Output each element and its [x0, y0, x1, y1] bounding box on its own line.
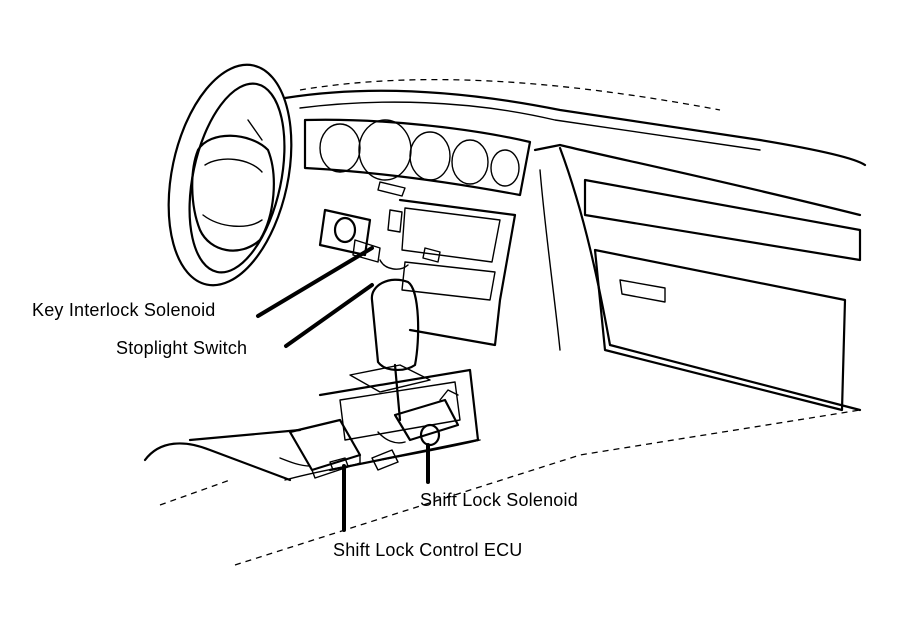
leader-key-interlock	[256, 246, 374, 318]
label-shift-lock-control-ecu: Shift Lock Control ECU	[333, 540, 523, 560]
center-stack	[387, 198, 517, 347]
floor-edge	[284, 439, 481, 481]
dashboard-top-edge-inner	[299, 101, 761, 151]
floor-dashes-left	[159, 479, 231, 506]
ecu-box	[279, 418, 362, 479]
carpet-edge	[188, 428, 302, 442]
instrument-cluster	[303, 118, 532, 197]
leader-stoplight	[284, 283, 374, 348]
passenger-dash	[533, 143, 862, 412]
label-key-interlock-solenoid: Key Interlock Solenoid	[32, 300, 216, 320]
steering-wheel	[167, 63, 293, 287]
ignition-area	[318, 208, 381, 263]
label-shift-lock-solenoid: Shift Lock Solenoid	[420, 490, 578, 510]
windshield-base	[299, 78, 721, 111]
seat-edge	[143, 442, 292, 482]
label-stoplight-switch: Stoplight Switch	[116, 338, 248, 358]
dashboard-top-edge	[283, 89, 867, 167]
floor-dashes-bottom	[234, 409, 861, 566]
